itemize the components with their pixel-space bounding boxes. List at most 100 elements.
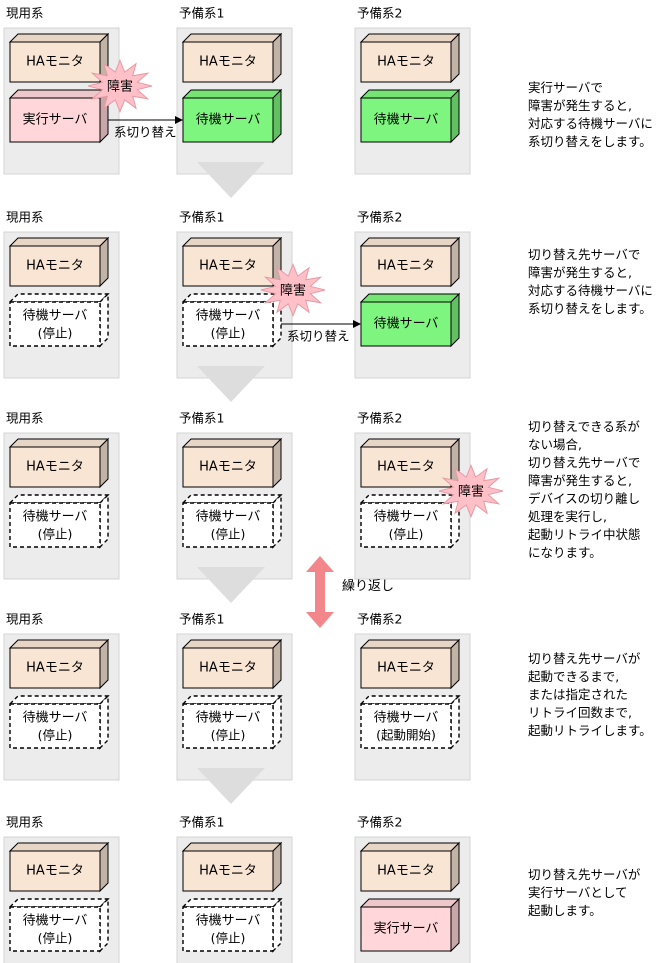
system-title: 現用系 (6, 612, 44, 627)
ha-monitor-label: HAモニタ (26, 460, 84, 475)
ha-monitor-label: HAモニタ (26, 864, 84, 879)
failure-burst: 障害 (260, 263, 326, 317)
ha-monitor-label: HAモニタ (26, 661, 84, 676)
system-title: 予備系1 (179, 815, 224, 830)
step-description-5: 切り替え先サーバが 実行サーバとして 起動します。 (528, 867, 641, 918)
ha-monitor-box (359, 236, 461, 288)
system-title: 予備系1 (179, 612, 224, 627)
standby-server-label: 待機サーバ (374, 113, 439, 128)
ha-monitor-box (181, 32, 283, 84)
standby-server-box-stopped (181, 292, 283, 348)
ha-monitor-box (8, 638, 110, 690)
ha-monitor-label: HAモニタ (377, 661, 435, 676)
stopped-label: (停止) (211, 326, 246, 341)
ha-monitor-box (359, 32, 461, 84)
standby-server-box-stopped (8, 493, 110, 549)
ha-monitor-label: HAモニタ (199, 259, 257, 274)
failure-label: 障害 (107, 79, 133, 95)
system-title: 予備系2 (357, 612, 402, 627)
system-title: 予備系2 (357, 815, 402, 830)
system-title: 現用系 (6, 815, 44, 830)
ha-monitor-label: HAモニタ (26, 55, 84, 70)
ha-monitor-box (181, 841, 283, 893)
start-begin-label: (起動開始) (376, 728, 436, 743)
switchover-arrowhead (175, 116, 183, 124)
standby-server-box (359, 88, 461, 144)
ha-monitor-box (181, 236, 283, 288)
stopped-label: (停止) (211, 931, 246, 946)
standby-server-box (359, 292, 461, 348)
system-title: 現用系 (6, 6, 44, 21)
ha-monitor-label: HAモニタ (377, 259, 435, 274)
standby-server-label: 待機サーバ (23, 510, 88, 525)
step-down-arrow (197, 366, 265, 402)
ha-monitor-label: HAモニタ (377, 55, 435, 70)
active-server-label: 実行サーバ (23, 112, 88, 128)
step-description-4: 切り替え先サーバが 起動できるまで, または指定された リトライ回数まで, 起動… (528, 651, 652, 738)
standby-server-box (181, 88, 283, 144)
stopped-label: (停止) (211, 728, 246, 743)
standby-server-box-stopped (8, 292, 110, 348)
ha-monitor-box (8, 437, 110, 489)
system-title: 予備系1 (179, 411, 224, 426)
standby-server-box-stopped (181, 897, 283, 953)
active-server-label: 実行サーバ (374, 921, 439, 937)
step-description-2: 切り替え先サーバで 障害が発生すると, 対応する待機サーバに 系切り替えをします… (528, 247, 653, 316)
standby-server-label: 待機サーバ (196, 914, 261, 929)
system-title: 予備系1 (179, 6, 224, 21)
switchover-label: 系切り替え (287, 329, 350, 344)
active-server-box (359, 897, 461, 953)
standby-server-label: 待機サーバ (196, 113, 261, 128)
active-server-box (8, 88, 110, 144)
standby-server-label: 待機サーバ (374, 510, 439, 525)
step-description-1: 実行サーバで 障害が発生すると, 対応する待機サーバに 系切り替えをします。 (528, 80, 653, 149)
system-title: 予備系1 (179, 210, 224, 225)
ha-monitor-label: HAモニタ (199, 55, 257, 70)
standby-server-label: 待機サーバ (196, 309, 261, 324)
ha-monitor-box (8, 841, 110, 893)
standby-server-label: 待機サーバ (374, 711, 439, 726)
step-down-arrow (197, 567, 265, 603)
system-title: 現用系 (6, 411, 44, 426)
ha-monitor-label: HAモニタ (199, 661, 257, 676)
failure-label: 障害 (458, 484, 484, 500)
step-down-arrow (197, 768, 265, 804)
stopped-label: (停止) (211, 527, 246, 542)
ha-monitor-box (8, 236, 110, 288)
standby-server-label: 待機サーバ (196, 711, 261, 726)
ha-monitor-box (181, 437, 283, 489)
stopped-label: (停止) (38, 326, 73, 341)
stopped-label: (停止) (389, 527, 424, 542)
ha-monitor-label: HAモニタ (377, 864, 435, 879)
ha-monitor-label: HAモニタ (199, 460, 257, 475)
switchover-label: 系切り替え (114, 125, 177, 140)
stopped-label: (停止) (38, 931, 73, 946)
standby-server-box-stopped (8, 897, 110, 953)
step-down-arrow (197, 162, 265, 198)
standby-server-box-stopped (181, 694, 283, 750)
failure-burst: 障害 (438, 464, 504, 518)
standby-server-label: 待機サーバ (196, 510, 261, 525)
system-title: 予備系2 (357, 411, 402, 426)
standby-server-box-stopped (359, 694, 461, 750)
switchover-arrowhead (353, 320, 361, 328)
failure-burst: 障害 (87, 59, 153, 113)
standby-server-label: 待機サーバ (374, 317, 439, 332)
standby-server-box-stopped (8, 694, 110, 750)
standby-server-box-stopped (359, 493, 461, 549)
ha-monitor-box (359, 841, 461, 893)
ha-monitor-label: HAモニタ (199, 864, 257, 879)
system-title: 予備系2 (357, 210, 402, 225)
repeat-arrow (306, 556, 334, 628)
ha-monitor-box (359, 638, 461, 690)
stopped-label: (停止) (38, 527, 73, 542)
ha-monitor-box (181, 638, 283, 690)
system-title: 現用系 (6, 210, 44, 225)
stopped-label: (停止) (38, 728, 73, 743)
ha-monitor-box (359, 437, 461, 489)
standby-server-label: 待機サーバ (23, 914, 88, 929)
step-description-3: 切り替えできる系が ない場合, 切り替え先サーバで 障害が発生すると, デバイス… (528, 419, 641, 560)
failure-label: 障害 (280, 283, 306, 299)
ha-monitor-label: HAモニタ (377, 460, 435, 475)
